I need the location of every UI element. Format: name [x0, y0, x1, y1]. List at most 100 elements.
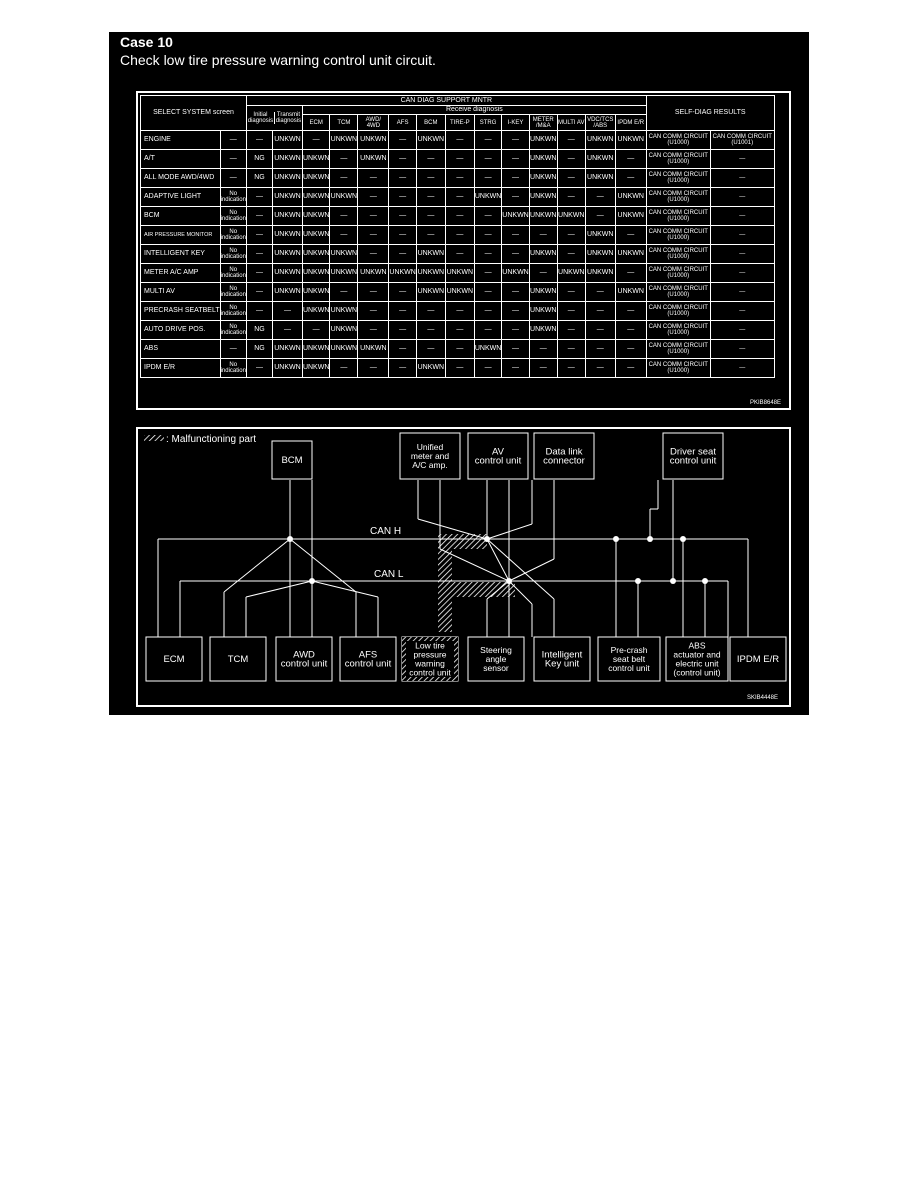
unit-label: angle — [486, 654, 507, 664]
table-cell: — — [614, 225, 647, 245]
table-cell: UNKWN — [614, 244, 647, 264]
table-cell: UNKWN — [444, 263, 475, 283]
col-header: METER /M&A — [528, 114, 558, 131]
table-cell: — — [556, 320, 586, 340]
table-cell: No indication — [219, 263, 247, 283]
table-cell: UNKWN — [415, 263, 446, 283]
table-cell: — — [501, 149, 530, 169]
table-cell: UNKWN — [444, 282, 475, 302]
table-cell: UNKWN — [501, 206, 530, 226]
unit-label: A/C amp. — [412, 460, 447, 470]
self-diag-result: — — [709, 168, 775, 188]
table-cell: — — [388, 225, 417, 245]
self-diag-result: CAN COMM CIRCUIT (U1000) — [645, 301, 711, 321]
self-diag-result: — — [709, 225, 775, 245]
col-initial: Initial diagnosis — [247, 112, 275, 124]
unit-label: control unit — [608, 663, 650, 673]
col-header: VDC/TCS /ABS — [584, 114, 616, 131]
table-cell: — — [388, 339, 417, 359]
table-cell: UNKWN — [556, 206, 586, 226]
table-cell: — — [528, 339, 558, 359]
table-cell: UNKWN — [584, 263, 616, 283]
table-cell: UNKWN — [301, 225, 331, 245]
self-diag-result: — — [709, 263, 775, 283]
system-name: METER A/C AMP — [140, 263, 221, 283]
case-subtitle: Check low tire pressure warning control … — [120, 52, 436, 68]
col-initial-transmit: Initial diagnosis Transmit diagnosis — [245, 105, 303, 131]
table-cell: UNKWN — [415, 130, 446, 150]
unit-label: AWD — [293, 650, 315, 661]
table-cell: — — [245, 282, 273, 302]
table-cell: UNKWN — [329, 301, 359, 321]
system-name: IPDM E/R — [140, 358, 221, 378]
table-cell: — — [556, 282, 586, 302]
table-cell: — — [556, 339, 586, 359]
table-cell: — — [473, 320, 503, 340]
table-cell: — — [357, 358, 390, 378]
table-cell: No indication — [219, 282, 247, 302]
col-header: STRG — [473, 114, 503, 131]
table-cell: — — [473, 244, 503, 264]
self-diag-result: — — [709, 149, 775, 169]
table-cell: — — [556, 358, 586, 378]
table-cell: UNKWN — [584, 130, 616, 150]
col-header: TIRE-P — [444, 114, 475, 131]
table-cell: — — [388, 149, 417, 169]
table-cell: UNKWN — [357, 149, 390, 169]
table-cell: — — [245, 358, 273, 378]
table-cell: UNKWN — [271, 358, 303, 378]
table-cell: — — [501, 168, 530, 188]
table-cell: — — [388, 130, 417, 150]
can-network-svg: : Malfunctioning part — [144, 432, 787, 701]
table-cell: UNKWN — [357, 339, 390, 359]
unit-label: Steering — [480, 645, 512, 655]
table-cell: — — [556, 130, 586, 150]
self-diag-result: — — [709, 244, 775, 264]
table-cell: UNKWN — [584, 244, 616, 264]
self-diag-result: CAN COMM CIRCUIT (U1000) — [645, 320, 711, 340]
self-diag-result: — — [709, 320, 775, 340]
table-cell: — — [501, 358, 530, 378]
col-header: I-KEY — [501, 114, 530, 131]
table-cell: — — [415, 225, 446, 245]
table-cell: UNKWN — [614, 187, 647, 207]
system-name: INTELLIGENT KEY — [140, 244, 221, 264]
table-cell: — — [388, 320, 417, 340]
table-cell: UNKWN — [614, 206, 647, 226]
table-cell: UNKWN — [301, 282, 331, 302]
unit-label: meter and — [411, 451, 450, 461]
table-cell: UNKWN — [528, 320, 558, 340]
table-cell: UNKWN — [271, 244, 303, 264]
can-l-label: CAN L — [374, 569, 404, 580]
table-cell: — — [444, 225, 475, 245]
unit-label: control unit — [281, 659, 328, 670]
table-cell: — — [245, 263, 273, 283]
table-cell: — — [614, 358, 647, 378]
system-name: MULTI AV — [140, 282, 221, 302]
table-cell: UNKWN — [415, 282, 446, 302]
table-cell: — — [245, 225, 273, 245]
unit-box — [399, 432, 461, 480]
unit-label: Intelligent — [542, 650, 583, 661]
table-cell: — — [473, 130, 503, 150]
unit-box — [275, 636, 333, 682]
unit-box — [339, 636, 397, 682]
self-diag-result: CAN COMM CIRCUIT (U1000) — [645, 149, 711, 169]
table-cell: — — [614, 149, 647, 169]
can-diag-support-table: SELECT SYSTEM screen CAN DIAG SUPPORT MN… — [140, 95, 775, 378]
col-header: ECM — [301, 114, 331, 131]
table-cell: UNKWN — [271, 130, 303, 150]
self-diag-result: CAN COMM CIRCUIT (U1000) — [645, 225, 711, 245]
table-cell: — — [357, 187, 390, 207]
unit-label: control unit — [345, 659, 392, 670]
table-cell: — — [473, 225, 503, 245]
unit-box — [533, 432, 595, 480]
table-cell: — — [357, 282, 390, 302]
table-figure-code: PKIB8648E — [749, 400, 781, 406]
table-cell: No indication — [219, 301, 247, 321]
table-cell: UNKWN — [357, 130, 390, 150]
